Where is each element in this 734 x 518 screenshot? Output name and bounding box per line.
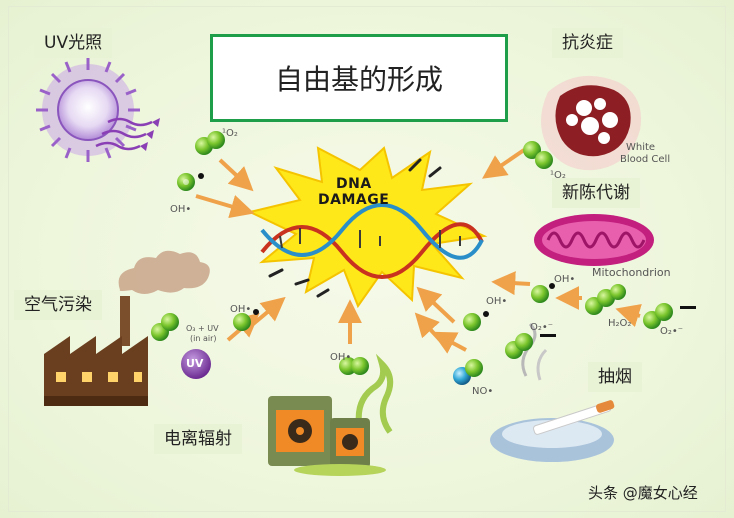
molecule-label: ¹O₂ xyxy=(222,128,238,139)
uv-badge-icon xyxy=(181,349,211,379)
white-blood-cell-label-1: White xyxy=(626,142,656,153)
molecule-label: H₂O₂ xyxy=(608,318,632,329)
molecule-label: NO• xyxy=(472,386,494,397)
radiation-barrel-icon xyxy=(268,353,394,476)
molecule-label: O₂•⁻ xyxy=(660,326,684,337)
singlet-oxygen-molecule-icon xyxy=(195,131,225,155)
white-blood-cell-label-2: Blood Cell xyxy=(620,154,671,165)
molecule-cluster xyxy=(151,131,696,385)
hydroxyl-molecule-icon xyxy=(151,313,179,341)
uv-badge-label: UV xyxy=(186,357,204,370)
damage-text: DAMAGE xyxy=(318,192,390,208)
label-metabolism: 新陈代谢 xyxy=(552,178,640,208)
page-title: 自由基的形成 xyxy=(210,34,508,122)
singlet-oxygen-molecule-icon xyxy=(523,141,553,169)
ozone-uv-sublabel: (in air) xyxy=(190,334,217,343)
hydrogen-peroxide-molecule-icon xyxy=(585,284,626,315)
nitric-oxide-molecule-icon xyxy=(453,359,483,385)
dna-text: DNA xyxy=(336,176,372,192)
mitochondrion-label: Mitochondrion xyxy=(592,266,671,279)
label-uv-light: UV光照 xyxy=(34,28,113,58)
molecule-label: ¹O₂ xyxy=(550,170,566,181)
label-smoking: 抽烟 xyxy=(588,362,642,392)
label-ionizing-radiation: 电离辐射 xyxy=(154,424,242,454)
molecule-label: OH• xyxy=(554,274,576,285)
hydroxyl-molecule-icon xyxy=(531,283,555,303)
superoxide-molecule-icon xyxy=(505,333,556,359)
label-air-pollution: 空气污染 xyxy=(14,290,102,320)
factory-icon xyxy=(44,250,210,406)
frame xyxy=(8,6,726,512)
hydroxyl-molecule-icon xyxy=(463,311,489,331)
ashtray-icon xyxy=(490,322,615,462)
hydroxyl-molecule-icon xyxy=(177,173,204,191)
molecule-label: O₂•⁻ xyxy=(530,322,554,333)
superoxide-molecule-icon xyxy=(643,303,696,329)
ozone-uv-label: O₃ + UV xyxy=(186,324,219,333)
uv-sun-icon xyxy=(36,58,160,162)
molecule-label: OH• xyxy=(170,204,192,215)
label-anti-inflammation: 抗炎症 xyxy=(552,28,623,58)
hydroxyl-molecule-icon xyxy=(233,309,259,331)
molecule-label: OH• xyxy=(330,352,352,363)
molecule-label: OH• xyxy=(230,304,252,315)
dna-damage-burst-icon xyxy=(247,146,488,309)
mitochondrion-icon xyxy=(534,214,654,266)
molecule-label: OH• xyxy=(486,296,508,307)
white-blood-cell-icon xyxy=(541,75,642,171)
source-arrows xyxy=(195,148,642,354)
watermark: 头条 @魔女心经 xyxy=(588,484,698,502)
hydroxyl-molecule-icon xyxy=(339,357,369,375)
